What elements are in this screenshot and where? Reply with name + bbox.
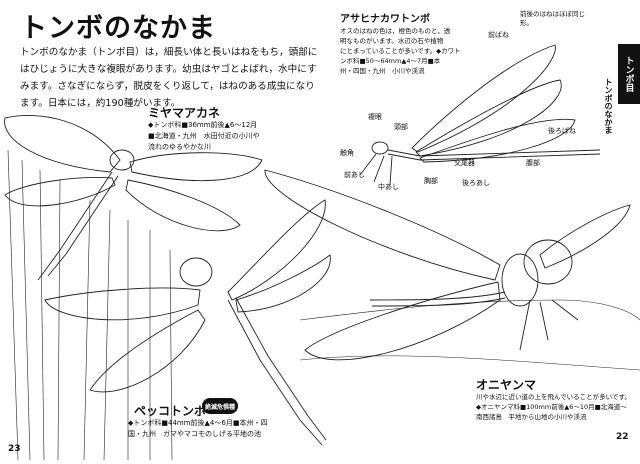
species-info-line: ■北海道・九州 水田付近の小川や <box>148 132 260 140</box>
wing-shape-note: 前後のはねはほぼ同じ形。 <box>520 10 585 27</box>
species-name-pekko-tonbo: ペッコトンボ <box>134 404 207 418</box>
species-info-line: 流れのゆるやかな川 <box>148 143 211 151</box>
page-title: トンボのなかま <box>20 13 216 44</box>
label-forewing: 前ばね <box>488 31 509 39</box>
oniyanma-drawing <box>264 169 631 361</box>
reed-stems <box>7 149 173 461</box>
label-thorax: 胸部 <box>424 177 438 185</box>
pekko-tonbo-drawing <box>44 199 331 446</box>
label-midleg: 中あし <box>378 183 399 191</box>
species-info-oniyanma: 川や水辺に近い道の上を飛んでいることが多いです。 ◆オニヤンマ科■100mm前後… <box>476 392 631 422</box>
species-info-asahina-kawatonbo: オスのはねの色は，橙色のものと，透 明なものがいます。水辺の石や植物 にとまって… <box>340 26 461 76</box>
species-info-line: 川や水辺に近い道の上を飛んでいることが多いです。 <box>476 393 631 401</box>
asahina-kawatonbo-drawing <box>359 44 601 186</box>
page-number-right: 22 <box>616 432 629 442</box>
label-head: 頭部 <box>394 123 408 131</box>
label-compound-eye: 複眼 <box>368 113 382 121</box>
page-number-left: 23 <box>8 444 21 454</box>
species-info-line: オスのはねの色は，橙色のものと，透 <box>340 27 451 35</box>
species-name-asahina-kawatonbo: アサヒナカワトンボ <box>340 14 430 25</box>
label-copulatory-organ: 交尾器 <box>454 159 475 167</box>
species-info-line: 国・九州 ガマやマコモのしげる平地の池 <box>128 430 261 438</box>
intro-paragraph: トンボのなかま（トンボ目）は，細長い体と長いはねをもち，頭部にはひじょうに大きな… <box>20 47 318 109</box>
label-foreleg: 前あし <box>344 171 365 179</box>
label-hindleg: 後ろあし <box>462 179 490 187</box>
species-info-line: 明なものがいます。水辺の石や植物 <box>340 37 444 45</box>
species-info-line: にとまっていることが多いです。◆カワト <box>340 47 461 55</box>
species-info-pekko-tonbo: ◆トンボ科■44mm前後▲4～6月■本州・四 国・九州 ガマやマコモのしげる平地… <box>128 418 267 440</box>
species-info-line: ンボ科■50～64mm▲4～7月■本 <box>340 57 441 65</box>
species-info-line: 南西諸島 平地から山地の小川や渓流 <box>476 413 587 421</box>
species-info-line: ◆トンボ科■36mm前後▲6～12月 <box>148 121 258 129</box>
species-info-miyama-akane: ◆トンボ科■36mm前後▲6～12月 ■北海道・九州 水田付近の小川や 流れのゆ… <box>148 120 260 153</box>
species-info-line: ◆オニヤンマ科■100mm前後▲6～10月■北海道～ <box>476 403 627 411</box>
endangered-badge: 絶滅危惧種 <box>202 398 238 414</box>
species-info-line: ◆トンボ科■44mm前後▲4～6月■本州・四 <box>128 419 268 427</box>
order-side-tab: トンボ目 <box>618 44 640 104</box>
miyama-akane-drawing <box>4 115 263 281</box>
species-name-miyama-akane: ミヤマアカネ <box>148 106 221 120</box>
label-antenna: 触角 <box>340 149 354 157</box>
label-hindwing: 後ろばね <box>548 127 576 135</box>
label-abdomen: 腹部 <box>526 159 540 167</box>
species-info-line: 州・四国・九州 小川や渓流 <box>340 67 425 75</box>
species-name-oniyanma: オニヤンマ <box>476 378 537 392</box>
order-side-subtitle: トンボのなかま <box>604 78 613 134</box>
